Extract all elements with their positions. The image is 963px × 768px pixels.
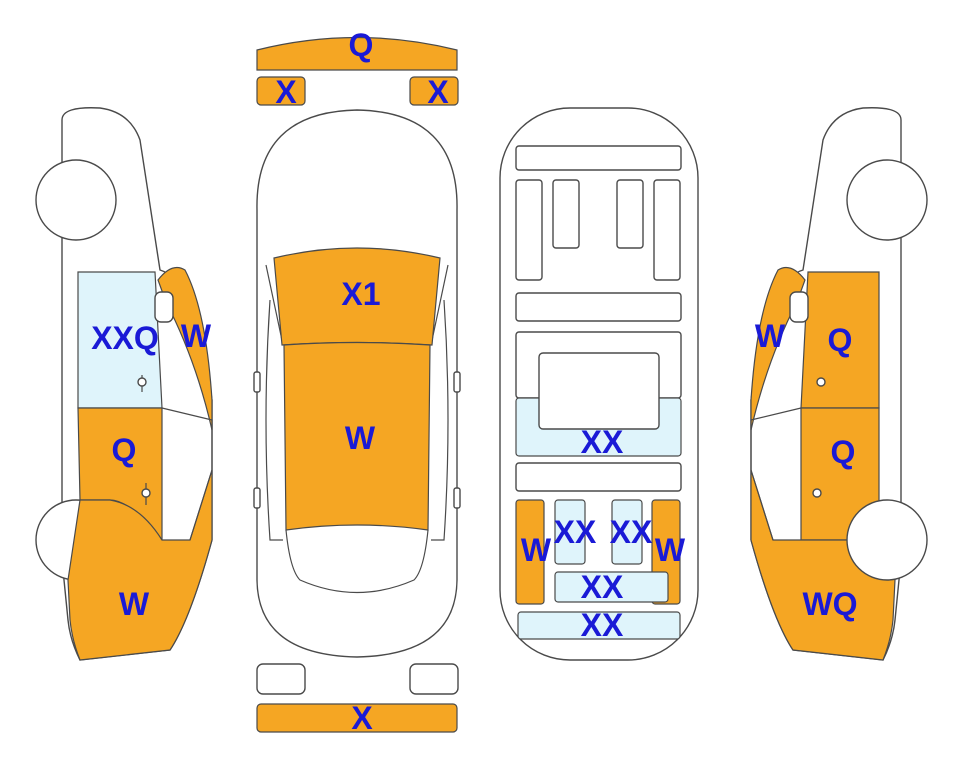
label-trunk-strip: XX <box>581 607 624 643</box>
right-mirror-side <box>789 291 809 323</box>
left-side-view <box>35 107 213 661</box>
right-front-wheel <box>846 159 928 241</box>
right-handle-2 <box>812 488 822 498</box>
front-left-seat-inner <box>552 179 580 249</box>
label-left-window: XXQ <box>91 320 159 356</box>
label-rear-bumper: X <box>351 700 373 736</box>
label-rear-bench: XX <box>581 569 624 605</box>
label-roof: W <box>345 420 376 456</box>
rear-bumper-panel <box>256 703 458 733</box>
label-left-a-pillar: W <box>181 318 212 354</box>
left-rear-quarter-panel <box>67 469 213 661</box>
left-mirror-side <box>154 291 174 323</box>
rear-left-seat <box>554 499 586 565</box>
left-handle-2 <box>141 488 151 498</box>
top-view <box>253 109 461 658</box>
rear-glass-line <box>285 529 429 593</box>
label-rear-glass: XX <box>581 424 624 460</box>
right-mirror-rear <box>453 487 461 509</box>
right-handle-1 <box>816 377 826 387</box>
label-front-bumper: Q <box>349 27 374 63</box>
label-front-right-light: X <box>427 74 449 110</box>
left-handle-1 <box>137 377 147 387</box>
rear-bench-panel <box>554 571 669 603</box>
rear-left-light <box>256 663 306 695</box>
front-left-seat-outer <box>515 179 543 281</box>
console-strip <box>515 292 682 322</box>
rear-left-seat-side <box>515 499 545 605</box>
front-bumper-group <box>256 36 459 106</box>
label-front-left-light: X <box>275 74 297 110</box>
label-left-seat: XX <box>554 514 597 550</box>
front-bumper-panel <box>256 36 458 71</box>
label-hood: X1 <box>341 276 380 312</box>
front-left-light-panel <box>256 76 306 106</box>
interior-view <box>499 107 699 661</box>
left-front-wheel <box>35 159 117 241</box>
label-right-front-door: Q <box>828 322 853 358</box>
left-sill-line <box>265 299 283 541</box>
left-door-line <box>161 407 213 541</box>
label-right-rear-door: Q <box>831 434 856 470</box>
label-right-a-pillar: W <box>755 318 786 354</box>
rear-right-seat <box>611 499 643 565</box>
front-right-seat-outer <box>653 179 681 281</box>
dashboard <box>515 145 682 171</box>
right-sill-line <box>431 299 449 541</box>
left-mirror-rear <box>253 487 261 509</box>
right-rear-wheel <box>846 499 928 581</box>
right-rear-quarter-panel <box>750 469 896 661</box>
rear-bumper-group <box>256 663 459 733</box>
rear-bench-strip <box>515 462 682 492</box>
label-left-seat-side: W <box>521 532 552 568</box>
right-side-view <box>750 107 928 661</box>
trunk-strip-panel <box>517 611 681 640</box>
rear-right-light <box>409 663 459 695</box>
label-right-seat-side: W <box>655 532 686 568</box>
sunroof-frame <box>538 352 660 430</box>
right-a-pillar-line <box>430 264 449 346</box>
label-right-rear-quarter: WQ <box>802 586 857 622</box>
label-left-door: Q <box>112 432 137 468</box>
roof-panel <box>283 341 431 531</box>
label-right-seat: XX <box>610 514 653 550</box>
left-a-pillar-line <box>265 264 284 346</box>
front-right-seat-inner <box>616 179 644 249</box>
left-mirror <box>253 371 261 393</box>
label-left-rear-quarter: W <box>119 586 150 622</box>
right-door-line <box>750 407 802 541</box>
right-mirror <box>453 371 461 393</box>
front-right-light-panel <box>409 76 459 106</box>
